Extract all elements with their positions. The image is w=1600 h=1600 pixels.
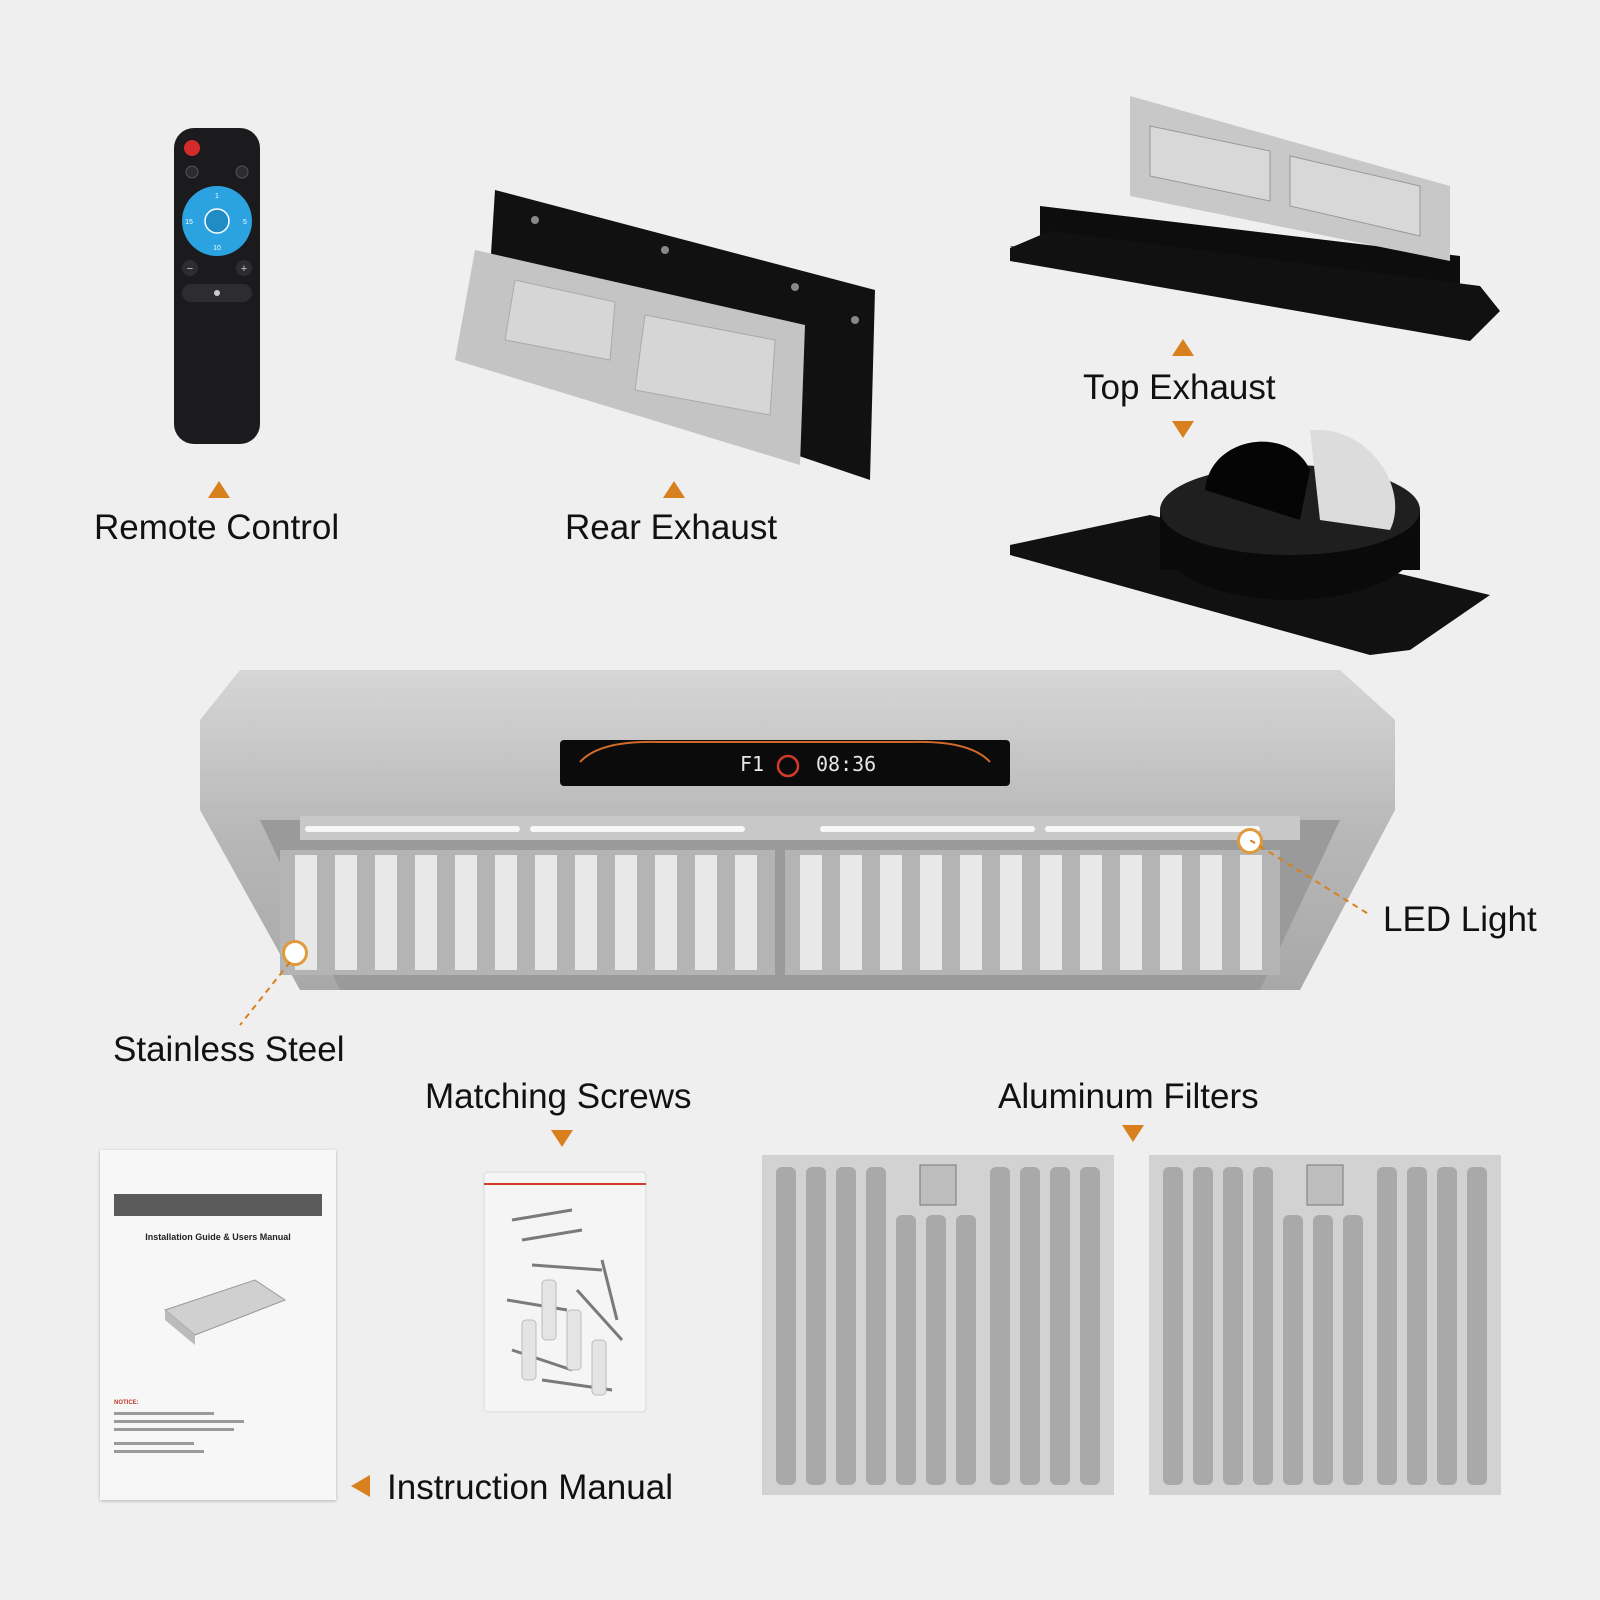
stainless-steel-marker xyxy=(282,940,308,966)
top-exhaust-label: Top Exhaust xyxy=(1083,368,1276,407)
manual-text-line xyxy=(114,1442,194,1445)
aluminum-filter-left-image xyxy=(762,1155,1114,1495)
power-icon xyxy=(184,140,200,156)
aluminum-filters-label: Aluminum Filters xyxy=(998,1077,1259,1116)
led-light-label: LED Light xyxy=(1383,900,1537,939)
hood-speed-display: F1 xyxy=(740,752,765,776)
top-exhaust-arrow-down xyxy=(1172,421,1194,438)
manual-title: Installation Guide & Users Manual xyxy=(145,1232,291,1242)
aluminum-filter-right-image xyxy=(1149,1155,1501,1495)
manual-text-line xyxy=(114,1420,244,1423)
plus-icon xyxy=(236,260,252,276)
hood-time-display: 08:36 xyxy=(816,752,877,776)
remote-dial-1: 1 xyxy=(215,193,219,200)
matching-screws-label: Matching Screws xyxy=(425,1077,692,1116)
instruction-manual-image: Installation Guide & Users Manual NOTICE… xyxy=(100,1150,336,1500)
manual-header-bar xyxy=(114,1194,322,1216)
aluminum-filters-arrow xyxy=(1122,1125,1144,1142)
range-hood-image xyxy=(200,670,1395,990)
rear-exhaust-image xyxy=(455,190,875,480)
manual-hood-illustration xyxy=(163,1279,287,1345)
minus-icon xyxy=(182,260,198,276)
screws-bag-image xyxy=(483,1171,647,1413)
remote-control-arrow xyxy=(208,481,230,498)
instruction-manual-label: Instruction Manual xyxy=(387,1468,673,1507)
manual-notice: NOTICE: xyxy=(114,1400,139,1406)
remote-control-label: Remote Control xyxy=(94,508,340,547)
fan-icon xyxy=(185,165,199,179)
rear-exhaust-arrow xyxy=(663,481,685,498)
remote-dial-15: 15 xyxy=(185,219,193,226)
top-exhaust-round-image xyxy=(1010,430,1490,655)
top-exhaust-arrow-up xyxy=(1172,339,1194,356)
led-light-marker xyxy=(1237,828,1263,854)
stainless-steel-leader xyxy=(239,961,291,1026)
top-exhaust-rect-image xyxy=(1010,96,1500,341)
rear-exhaust-label: Rear Exhaust xyxy=(565,508,778,547)
remote-control-image: 1 5 10 15 − + xyxy=(174,128,260,444)
svg-text:+: + xyxy=(241,263,247,275)
instruction-manual-arrow xyxy=(351,1475,370,1497)
manual-text-line xyxy=(114,1428,234,1431)
svg-text:−: − xyxy=(187,263,193,275)
manual-text-line xyxy=(114,1412,214,1415)
matching-screws-arrow xyxy=(551,1130,573,1147)
remote-dial-10: 10 xyxy=(213,245,221,252)
remote-dial-5: 5 xyxy=(243,219,247,226)
stainless-steel-label: Stainless Steel xyxy=(113,1030,345,1069)
led-light-leader xyxy=(1250,840,1371,916)
timer-icon xyxy=(235,165,249,179)
manual-text-line xyxy=(114,1450,204,1453)
